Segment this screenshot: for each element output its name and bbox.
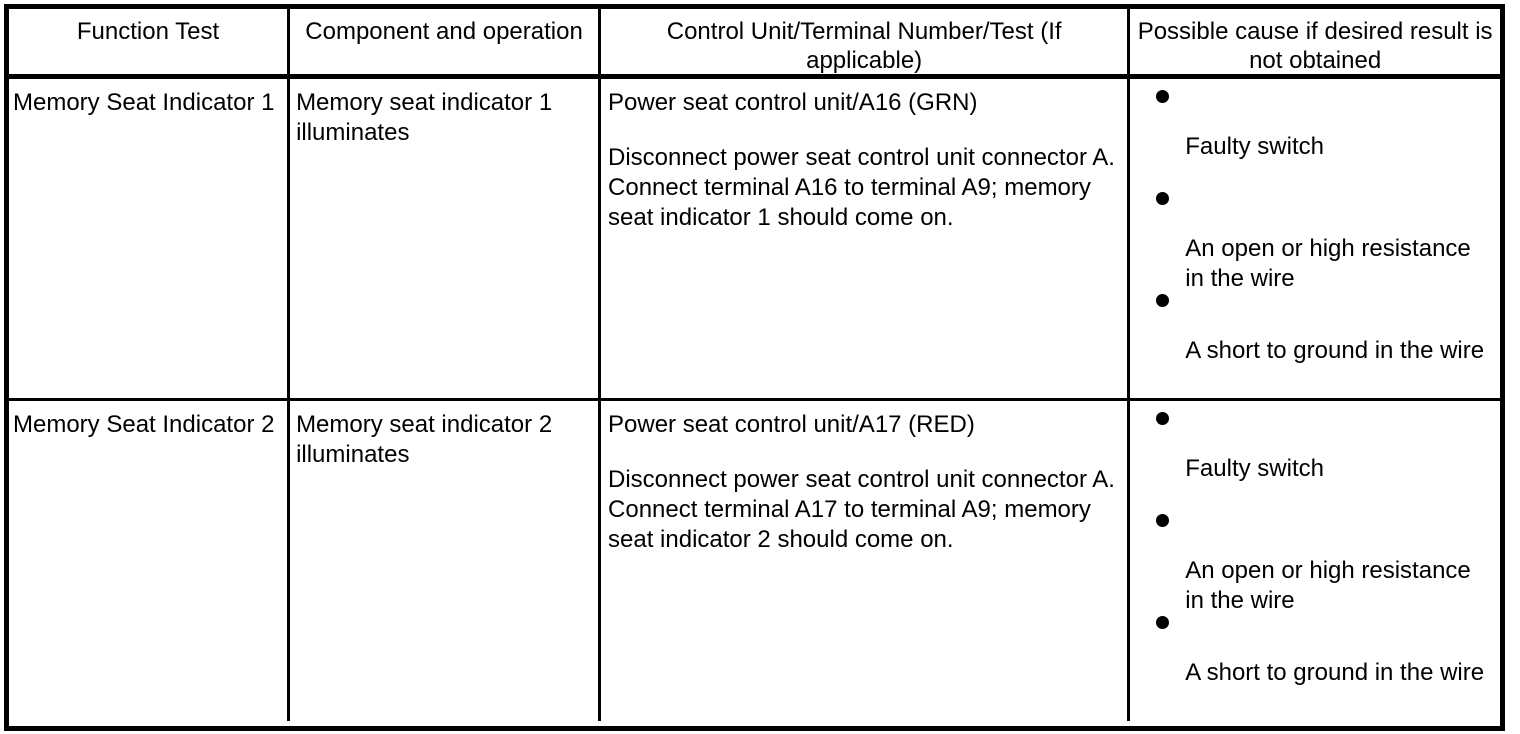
table-row: Memory Seat Indicator 1 Memory seat indi… (9, 79, 1500, 401)
cell-control-unit-test: Power seat control unit/A16 (GRN) Discon… (601, 79, 1131, 398)
bullet-icon (1156, 294, 1170, 307)
component-operation-value: Memory seat indicator 1 illuminates (296, 89, 553, 146)
control-unit-terminal: Power seat control unit/A17 (RED) (608, 411, 975, 438)
possible-cause-list: Faulty switch An open or high resistance… (1130, 401, 1500, 707)
cell-control-unit-test: Power seat control unit/A17 (RED) Discon… (601, 401, 1131, 721)
function-test-value: Memory Seat Indicator 2 (13, 411, 275, 438)
list-item: A short to ground in the wire (1130, 605, 1500, 707)
diagnostic-function-test-table: Function Test Component and operation Co… (4, 4, 1505, 731)
bullet-icon (1156, 412, 1170, 425)
column-header-label: Control Unit/Terminal Number/Test (If ap… (666, 18, 1062, 74)
cell-component-and-operation: Memory seat indicator 2 illuminates (290, 401, 602, 721)
function-test-value: Memory Seat Indicator 1 (13, 89, 275, 116)
control-unit-terminal: Power seat control unit/A16 (GRN) (608, 89, 978, 116)
list-item: An open or high resistance in the wire (1130, 503, 1500, 614)
possible-cause-text: Faulty switch (1185, 133, 1324, 160)
possible-cause-text: An open or high resistance in the wire (1185, 557, 1471, 614)
column-header-control-unit-terminal-number-test: Control Unit/Terminal Number/Test (If ap… (601, 9, 1131, 74)
control-unit-test-procedure: Disconnect power seat control unit conne… (608, 144, 1115, 231)
column-header-function-test: Function Test (9, 9, 291, 74)
list-item: Faulty switch (1130, 401, 1500, 503)
component-operation-value: Memory seat indicator 2 illuminates (296, 411, 553, 468)
cell-function-test: Memory Seat Indicator 2 (9, 401, 291, 721)
list-item: An open or high resistance in the wire (1130, 181, 1500, 292)
paragraph-spacer (608, 118, 1127, 143)
possible-cause-text: A short to ground in the wire (1185, 659, 1485, 686)
table-row: Memory Seat Indicator 2 Memory seat indi… (9, 401, 1500, 721)
column-header-label: Function Test (76, 18, 220, 45)
control-unit-test-procedure: Disconnect power seat control unit conne… (608, 466, 1115, 553)
possible-cause-text: Faulty switch (1185, 455, 1324, 482)
possible-cause-text: An open or high resistance in the wire (1185, 235, 1471, 292)
column-header-possible-cause: Possible cause if desired result is not … (1130, 9, 1500, 74)
paragraph-spacer (608, 440, 1127, 465)
cell-function-test: Memory Seat Indicator 1 (9, 79, 291, 398)
cell-possible-cause: Faulty switch An open or high resistance… (1130, 401, 1500, 721)
bullet-icon (1156, 192, 1170, 205)
list-item: Faulty switch (1130, 79, 1500, 181)
bullet-icon (1156, 514, 1170, 527)
possible-cause-list: Faulty switch An open or high resistance… (1130, 79, 1500, 385)
column-header-component-and-operation: Component and operation (290, 9, 602, 74)
column-header-label: Component and operation (305, 18, 583, 45)
bullet-icon (1156, 90, 1170, 103)
cell-component-and-operation: Memory seat indicator 1 illuminates (290, 79, 602, 398)
table-header-row: Function Test Component and operation Co… (9, 9, 1500, 79)
column-header-label: Possible cause if desired result is not … (1137, 18, 1493, 74)
list-item: A short to ground in the wire (1130, 283, 1500, 385)
bullet-icon (1156, 616, 1170, 629)
possible-cause-text: A short to ground in the wire (1185, 337, 1485, 364)
cell-possible-cause: Faulty switch An open or high resistance… (1130, 79, 1500, 398)
